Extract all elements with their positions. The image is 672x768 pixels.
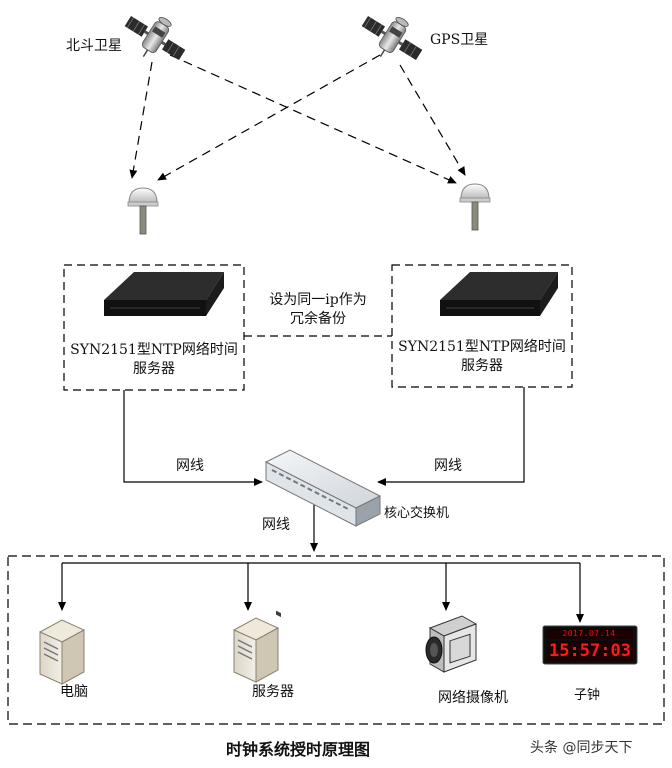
pc-label: 电脑 [60, 684, 88, 700]
camera-icon [425, 615, 478, 673]
watermark-text: 头条 @同步天下 [530, 740, 633, 756]
cable-down-label: 网线 [262, 517, 290, 533]
server-label: 服务器 [252, 684, 294, 700]
pc-icon [38, 619, 86, 685]
slave-clock-icon [542, 625, 638, 665]
right-server-label-line2: 服务器 [461, 358, 503, 374]
network-area-box [7, 555, 665, 725]
antenna-right-icon [459, 183, 491, 231]
core-switch-icon [264, 449, 382, 618]
right-server-label-line1: SYN2151型NTP网络时间 [398, 339, 566, 355]
beam-beidou-right [169, 54, 457, 184]
camera-label: 网络摄像机 [438, 690, 508, 706]
redundancy-label-line2: 冗余备份 [290, 311, 346, 327]
clock-label: 子钟 [574, 688, 601, 703]
left-server-label-line2: 服务器 [133, 361, 175, 377]
core-switch-label: 核心交换机 [384, 506, 450, 521]
clock-time-display: 15:57:03 [549, 641, 631, 661]
left-server-label-line1: SYN2151型NTP网络时间 [70, 342, 238, 358]
antenna-left-icon [127, 187, 159, 235]
satellite-beams [129, 54, 466, 184]
server-tower-icon [232, 617, 280, 683]
diagram-title: 时钟系统授时原理图 [226, 740, 371, 759]
gps-satellite-label: GPS卫星 [430, 32, 489, 48]
ntp-server-left-icon [104, 272, 224, 316]
beam-gps-left [157, 54, 381, 181]
beidou-satellite-label: 北斗卫星 [66, 38, 122, 54]
beam-gps-right [399, 64, 466, 176]
redundancy-label-line1: 设为同一ip作为 [269, 292, 367, 308]
cable-left-label: 网线 [176, 458, 204, 474]
satellite-beidou-icon [124, 15, 186, 61]
satellite-gps-icon [361, 15, 423, 61]
network-cables [123, 387, 525, 552]
distribution-lines [58, 562, 584, 623]
server-box-left [63, 264, 245, 391]
server-box-right [391, 264, 573, 388]
clock-date-display: 2017.07.14 [562, 629, 616, 638]
ntp-server-right-icon [440, 272, 558, 316]
cable-right-label: 网线 [434, 458, 462, 474]
beam-beidou-left [129, 61, 153, 179]
